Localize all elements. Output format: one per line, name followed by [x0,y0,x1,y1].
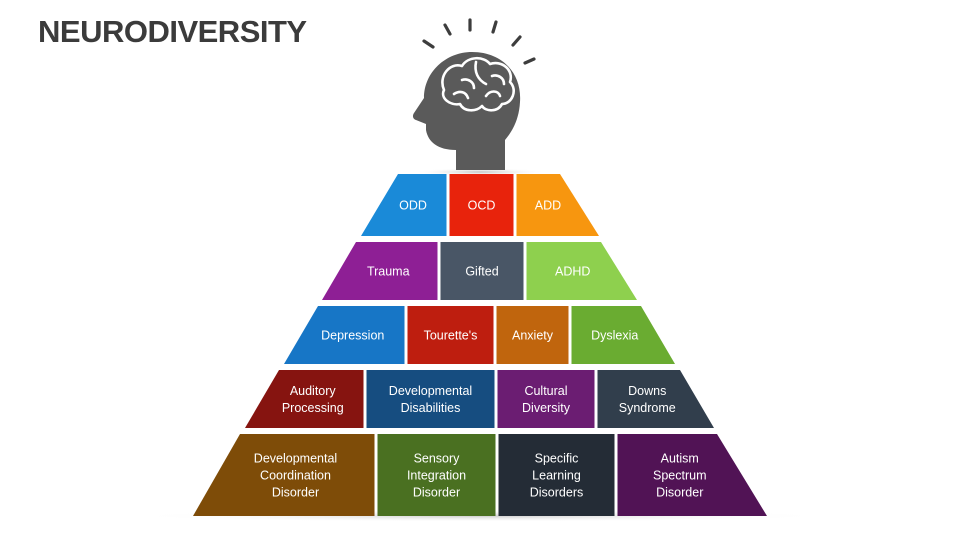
pyramid-cell [361,174,447,236]
pyramid-cell [571,306,675,364]
pyramid-cell-label: Anxiety [512,329,554,343]
pyramid-cell [597,370,714,428]
pyramid-cell [617,434,767,516]
pyramid-cell-label: OCD [468,199,496,213]
pyramid-cell-label: ADHD [555,265,590,279]
pyramid-cell-label: ODD [399,199,427,213]
pyramid-cell [516,174,599,236]
pyramid-cell [496,306,569,364]
pyramid-cell-label: Dyslexia [591,329,638,343]
pyramid-cell [322,242,438,300]
pyramid-tiers: ODD OCD ADD Trauma Gifted ADHD Depression Toure… [193,174,767,516]
pyramid-cell-label: Trauma [367,265,410,279]
pyramid-cell [284,306,405,364]
pyramid-cell-label: Tourette's [424,329,478,343]
pyramid-cell-label: Depression [321,329,384,343]
pyramid-cell [245,370,364,428]
pyramid-cell [193,434,375,516]
head-brain-icon [412,18,546,176]
pyramid-cell [498,434,615,516]
pyramid-cell [497,370,595,428]
pyramid-cell [407,306,494,364]
pyramid-cell-label: Gifted [465,265,498,279]
pyramid-cell [377,434,496,516]
pyramid-cell-label: ADD [535,199,561,213]
pyramid-cell [526,242,637,300]
page-title: NEURODIVERSITY [38,14,307,49]
pyramid-cell [440,242,524,300]
pyramid-cell [449,174,514,236]
pyramid-cell [366,370,495,428]
